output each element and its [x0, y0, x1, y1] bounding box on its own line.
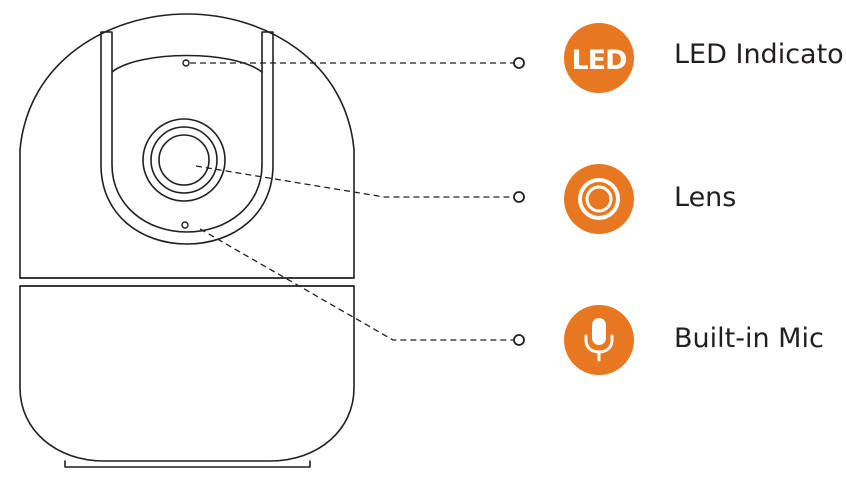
led-badge-text: LED — [571, 45, 626, 76]
leader-end-led — [513, 57, 525, 69]
leader-line-lens — [195, 165, 514, 198]
camera-illustration — [19, 13, 355, 468]
lens-outer-ring — [142, 118, 226, 202]
label-built-in-mic: Built-in Mic — [674, 323, 824, 354]
leader-end-lens — [513, 191, 525, 203]
label-lens: Lens — [674, 182, 736, 213]
face-plate-top — [111, 54, 263, 73]
mic-hole — [181, 221, 189, 229]
led-indicator-dot — [182, 59, 190, 67]
leader-line-mic — [199, 228, 514, 341]
leader-lines — [190, 57, 525, 346]
camera-base — [19, 285, 355, 462]
led-badge-icon: LED — [564, 23, 634, 93]
label-led-indicator: LED Indicator — [674, 39, 846, 70]
camera-head — [19, 13, 355, 279]
microphone-icon — [564, 305, 634, 375]
lens-inner-ring — [158, 134, 210, 186]
lens-icon — [564, 164, 634, 234]
leader-end-mic — [513, 334, 525, 346]
face-plate — [100, 31, 274, 245]
camera-foot — [64, 460, 311, 468]
lens-middle-ring — [150, 126, 218, 194]
